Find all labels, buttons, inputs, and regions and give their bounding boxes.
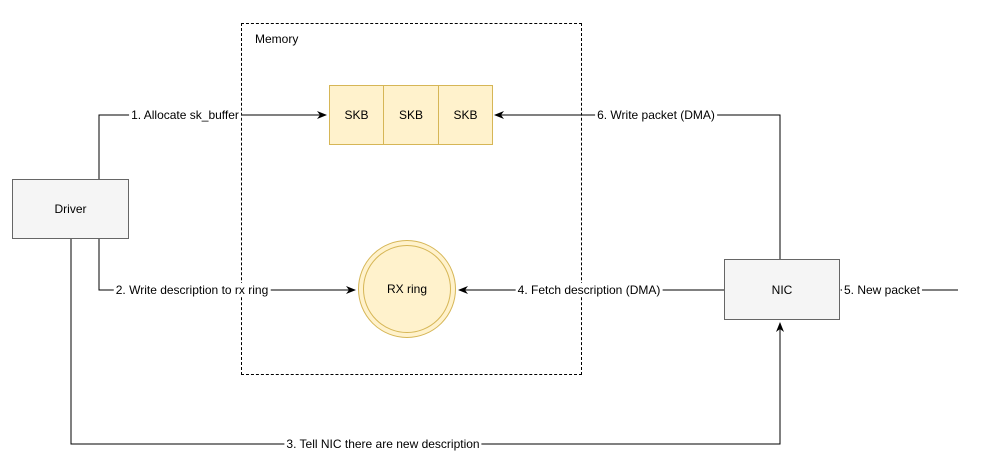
driver-label: Driver [54, 202, 87, 216]
skb-cell-label: SKB [453, 108, 478, 122]
nic-box: NIC [724, 259, 840, 320]
memory-region: Memory [241, 23, 582, 375]
driver-box: Driver [12, 179, 129, 239]
skb-cell-label: SKB [398, 108, 423, 122]
nic-label: NIC [771, 282, 793, 297]
memory-label: Memory [255, 32, 299, 46]
edge-label-new-packet: 5. New packet [841, 283, 923, 297]
skb-cell: SKB [383, 85, 439, 145]
edge-label-fetch-description: 4. Fetch description (DMA) [515, 283, 663, 297]
edge-write-packet [494, 111, 781, 259]
rx-ring: RX ring [358, 240, 456, 338]
skb-cell-label: SKB [344, 108, 369, 122]
edge-label-tell-nic: 3. Tell NIC there are new description [284, 437, 482, 451]
edge-label-write-description: 2. Write description to rx ring [113, 283, 271, 297]
edge-label-write-packet: 6. Write packet (DMA) [595, 108, 717, 122]
edge-allocate-sk-buffer [98, 111, 327, 179]
skb-cell: SKB [438, 85, 493, 145]
edge-label-allocate-sk-buffer: 1. Allocate sk_buffer [129, 108, 241, 122]
rx-ring-label: RX ring [386, 282, 427, 296]
skb-cell: SKB [329, 85, 384, 145]
